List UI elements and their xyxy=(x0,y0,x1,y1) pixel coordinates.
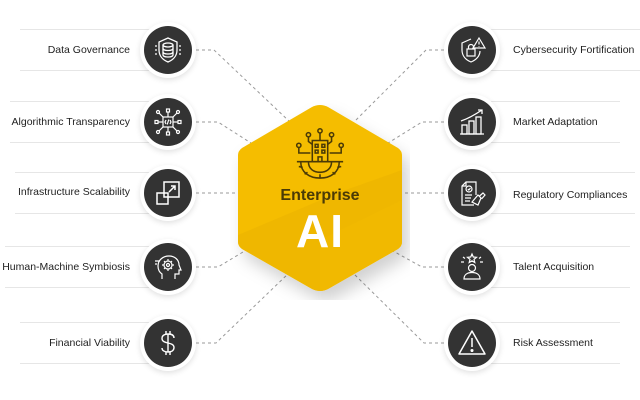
node-financial-viability xyxy=(140,315,196,371)
node-human-machine-symbiosis xyxy=(140,239,196,295)
head-gear-icon xyxy=(155,255,182,279)
item-label-market-adaptation: Market Adaptation xyxy=(513,116,598,128)
item-label-regulatory-compliances: Regulatory Compliances xyxy=(513,189,628,201)
scale-up-squares-icon xyxy=(156,181,180,205)
node-risk-assessment xyxy=(444,315,500,371)
node-market-adaptation xyxy=(444,94,500,150)
node-regulatory-compliances xyxy=(444,165,500,221)
node-infrastructure-scalability xyxy=(140,165,196,221)
center-subtitle: AI xyxy=(296,205,344,257)
node-data-governance xyxy=(140,22,196,78)
document-stamp-icon xyxy=(461,181,486,206)
item-label-data-governance: Data Governance xyxy=(47,44,130,56)
item-label-human-machine-symbiosis: Human-Machine Symbiosis xyxy=(2,261,130,273)
center-title: Enterprise xyxy=(280,187,360,204)
person-star-icon xyxy=(461,252,483,280)
item-label-infrastructure-scalability: Infrastructure Scalability xyxy=(17,186,130,198)
node-cybersecurity-fortification xyxy=(444,22,500,78)
item-label-financial-viability: Financial Viability xyxy=(49,337,130,349)
code-network-icon xyxy=(154,108,182,136)
item-label-cybersecurity-fortification: Cybersecurity Fortification xyxy=(513,44,635,56)
hexagon-shape xyxy=(238,105,402,291)
ai-factory-gear-icon xyxy=(295,128,345,179)
node-algorithmic-transparency xyxy=(140,94,196,150)
center-hexagon: Enterprise AI xyxy=(230,100,410,300)
item-label-algorithmic-transparency: Algorithmic Transparency xyxy=(11,116,130,128)
warning-triangle-icon xyxy=(458,330,486,355)
dollar-sign-icon xyxy=(161,331,175,355)
node-talent-acquisition xyxy=(444,239,500,295)
database-shield-icon xyxy=(155,37,181,63)
growth-chart-icon xyxy=(460,109,484,135)
shield-lock-warning-icon xyxy=(461,36,487,63)
item-label-risk-assessment: Risk Assessment xyxy=(513,337,593,349)
item-label-talent-acquisition: Talent Acquisition xyxy=(513,261,595,273)
